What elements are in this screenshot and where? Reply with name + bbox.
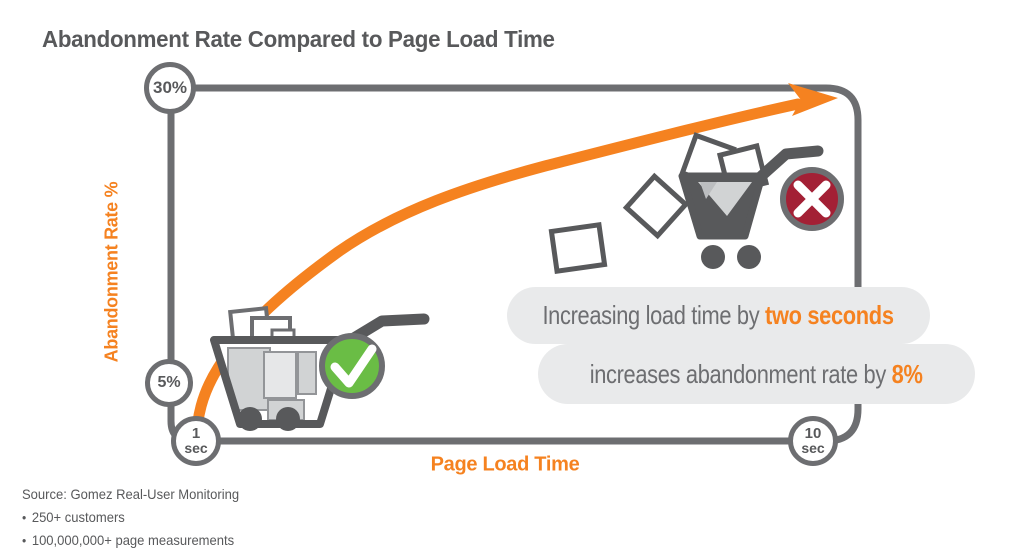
x-axis-tick-10sec-value: 10 (804, 425, 822, 442)
callout-line-1: Increasing load time by two seconds (542, 300, 895, 331)
trend-curve (191, 98, 804, 456)
x-axis-tick-1sec-value: 1 (191, 425, 201, 442)
y-axis-label: Abandonment Rate % (101, 181, 122, 363)
callout-bubble-1: Increasing load time by two seconds (507, 287, 930, 344)
spilled-shopping-cart-icon (548, 132, 844, 274)
trend-arrow (191, 83, 838, 456)
spilled-item-fold (700, 182, 717, 199)
x-axis-tick-1sec-unit: sec (184, 440, 208, 456)
y-axis-tick-30-label: 30% (152, 78, 188, 97)
basket-outline (210, 336, 350, 428)
cart-wheel (276, 407, 300, 431)
red-x-icon (780, 167, 844, 231)
x-axis-tick-10sec-unit: sec (801, 440, 825, 456)
callout-line-2-text: increases abandonment rate by (590, 358, 893, 389)
green-check-icon (319, 333, 385, 399)
y-axis-tick-5: 5% (145, 359, 193, 407)
arrowhead-icon (788, 83, 838, 116)
callout-line-2: increases abandonment rate by 8% (590, 359, 923, 390)
x-axis-tick-10sec: 10 sec (788, 416, 838, 466)
source-heading: Source: Gomez Real-User Monitoring (22, 486, 240, 502)
source-bullet: 100,000,000+ page measurements (22, 529, 239, 552)
y-axis-tick-5-label: 5% (157, 374, 181, 391)
callout-bubble-2: increases abandonment rate by 8% (538, 344, 975, 404)
source-bullet-list: 250+ customers 100,000,000+ page measure… (22, 506, 239, 552)
basket-contents (227, 347, 317, 421)
cart-wheel (737, 245, 761, 269)
callout-line-1-text: Increasing load time by (542, 300, 766, 330)
cart-wheel (701, 245, 725, 269)
page-title: Abandonment Rate Compared to Page Load T… (42, 26, 555, 52)
y-axis-tick-30: 30% (144, 62, 196, 114)
x-axis-label: Page Load Time (430, 453, 580, 476)
callout-line-2-highlight: 8% (892, 358, 923, 389)
full-shopping-cart-icon (210, 306, 430, 431)
source-bullet: 250+ customers (22, 506, 239, 529)
x-axis-tick-1sec: 1 sec (171, 416, 221, 466)
callout-line-1-highlight: two seconds (765, 300, 895, 330)
cart-handle (751, 145, 824, 186)
source-note: Source: Gomez Real-User Monitoring 250+ … (22, 483, 239, 552)
cart-wheel (238, 407, 262, 431)
